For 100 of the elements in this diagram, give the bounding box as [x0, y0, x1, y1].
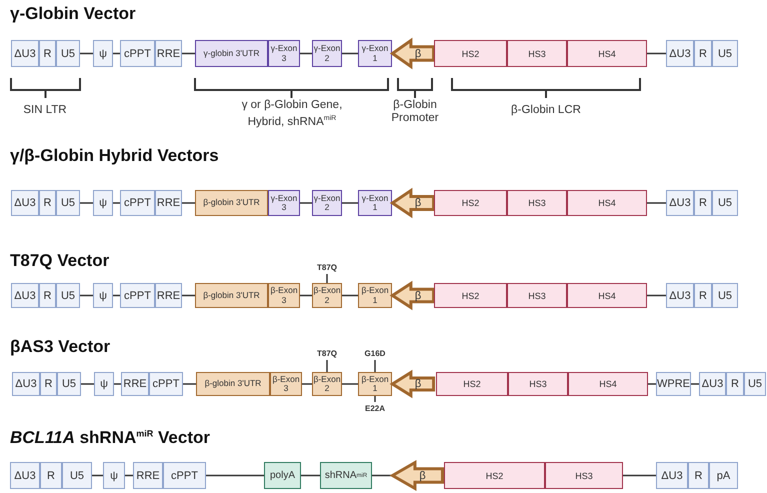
vector-segment: ΔU3: [12, 372, 40, 396]
leader-line: [374, 396, 376, 402]
connector-line: [300, 294, 312, 296]
connector-line: [113, 202, 120, 204]
bracket-label: SIN LTR: [22, 104, 68, 117]
connector-line: [623, 474, 656, 476]
row-heading: γ/β-Globin Hybrid Vectors: [10, 146, 219, 166]
vector-segment: U5: [62, 462, 92, 489]
promoter-element: β: [392, 372, 434, 396]
vector-segment: ψ: [103, 462, 125, 489]
bracket-label: β-Globin LCR: [510, 104, 582, 117]
vector-segment: RRE: [155, 190, 182, 216]
connector-line: [113, 294, 120, 296]
vector-segment: U5: [56, 283, 80, 308]
row-heading: BCL11A shRNA$^{miR}$ Vector: [10, 428, 210, 448]
connector-line: [206, 474, 264, 476]
promoter-element: β: [392, 462, 443, 489]
vector-segment: RRE: [121, 372, 149, 396]
connector-line: [182, 202, 195, 204]
connector-line: [183, 383, 196, 385]
exon-segment: γ-Exon 3: [268, 40, 300, 67]
connector-line: [342, 383, 358, 385]
connector-line: [92, 474, 103, 476]
exon-segment: β-Exon 1: [358, 372, 392, 396]
vector-segment: RRE: [133, 462, 163, 489]
mutation-label: E22A: [358, 403, 392, 414]
enhancer-segment: HS2: [434, 40, 507, 67]
vector-segment: R: [694, 40, 712, 67]
promoter-element: β: [392, 283, 434, 308]
vector-segment: U5: [56, 190, 80, 216]
connector-line: [342, 52, 358, 54]
vector-segment: U5: [712, 40, 738, 67]
vector-segment: R: [726, 372, 744, 396]
bracket-label: γ or β-Globin Gene, Hybrid, shRNA$^{miR}$: [240, 99, 344, 129]
vector-segment: R: [39, 283, 56, 308]
enhancer-segment: HS4: [567, 190, 647, 216]
exon-segment: γ-Exon 2: [312, 40, 342, 67]
connector-line: [302, 383, 312, 385]
exon-segment: β-globin 3'UTR: [195, 190, 268, 216]
vector-segment: RRE: [155, 40, 182, 67]
vector-segment: ΔU3: [656, 462, 688, 489]
vector-segment: R: [694, 190, 712, 216]
vector-segment: ΔU3: [666, 283, 694, 308]
enhancer-segment: HS3: [507, 40, 567, 67]
connector-line: [125, 474, 133, 476]
enhancer-segment: HS3: [508, 372, 568, 396]
mutation-label: T87Q: [312, 348, 342, 359]
connector-line: [647, 52, 666, 54]
enhancer-segment: HS2: [434, 190, 507, 216]
promoter-element: β: [392, 40, 434, 67]
vector-segment: cPPT: [120, 40, 155, 67]
enhancer-segment: HS2: [436, 372, 508, 396]
connector-line: [301, 474, 320, 476]
enhancer-segment: HS3: [507, 190, 567, 216]
vector-segment: U5: [712, 283, 738, 308]
exon-segment: β-Exon 3: [268, 283, 300, 308]
exon-segment: β-Exon 3: [270, 372, 302, 396]
enhancer-segment: HS3: [507, 283, 567, 308]
connector-line: [372, 474, 392, 476]
vector-segment: ΔU3: [10, 462, 40, 489]
row-heading: βAS3 Vector: [10, 337, 110, 357]
vector-segment: ψ: [93, 283, 113, 308]
row-heading: γ-Globin Vector: [10, 4, 136, 24]
connector-line: [647, 294, 666, 296]
vector-segment: U5: [56, 40, 80, 67]
connector-line: [80, 52, 93, 54]
vector-segment: R: [688, 462, 709, 489]
row-heading: T87Q Vector: [10, 251, 110, 271]
vector-segment: R: [39, 40, 56, 67]
exon-segment: β-globin 3'UTR: [196, 372, 270, 396]
promoter-element: β: [392, 190, 434, 216]
connector-line: [648, 383, 656, 385]
enhancer-segment: HS4: [567, 40, 647, 67]
enhancer-segment: HS4: [567, 283, 647, 308]
enhancer-segment: HS2: [434, 283, 507, 308]
vector-segment: ψ: [94, 372, 114, 396]
connector-line: [182, 52, 195, 54]
vector-segment: R: [40, 372, 57, 396]
vector-segment: ΔU3: [666, 40, 694, 67]
connector-line: [300, 202, 312, 204]
vector-segment: ΔU3: [666, 190, 694, 216]
mutation-label: G16D: [358, 348, 392, 359]
connector-line: [647, 202, 666, 204]
exon-segment: γ-Exon 1: [358, 190, 392, 216]
connector-line: [80, 202, 93, 204]
vector-segment: ψ: [93, 190, 113, 216]
vector-segment: cPPT: [149, 372, 183, 396]
vector-segment: U5: [712, 190, 738, 216]
exon-segment: γ-Exon 1: [358, 40, 392, 67]
exon-segment: β-Exon 1: [358, 283, 392, 308]
exon-segment: γ-Exon 2: [312, 190, 342, 216]
exon-segment: β-Exon 2: [312, 372, 342, 396]
enhancer-segment: HS2: [444, 462, 545, 489]
vector-segment: cPPT: [163, 462, 206, 489]
vector-segment: ΔU3: [699, 372, 726, 396]
connector-line: [80, 294, 93, 296]
enhancer-segment: HS3: [545, 462, 623, 489]
vector-segment: pA: [709, 462, 738, 489]
cassette-segment: shRNA$^{miR}$: [320, 462, 372, 489]
connector-line: [342, 294, 358, 296]
